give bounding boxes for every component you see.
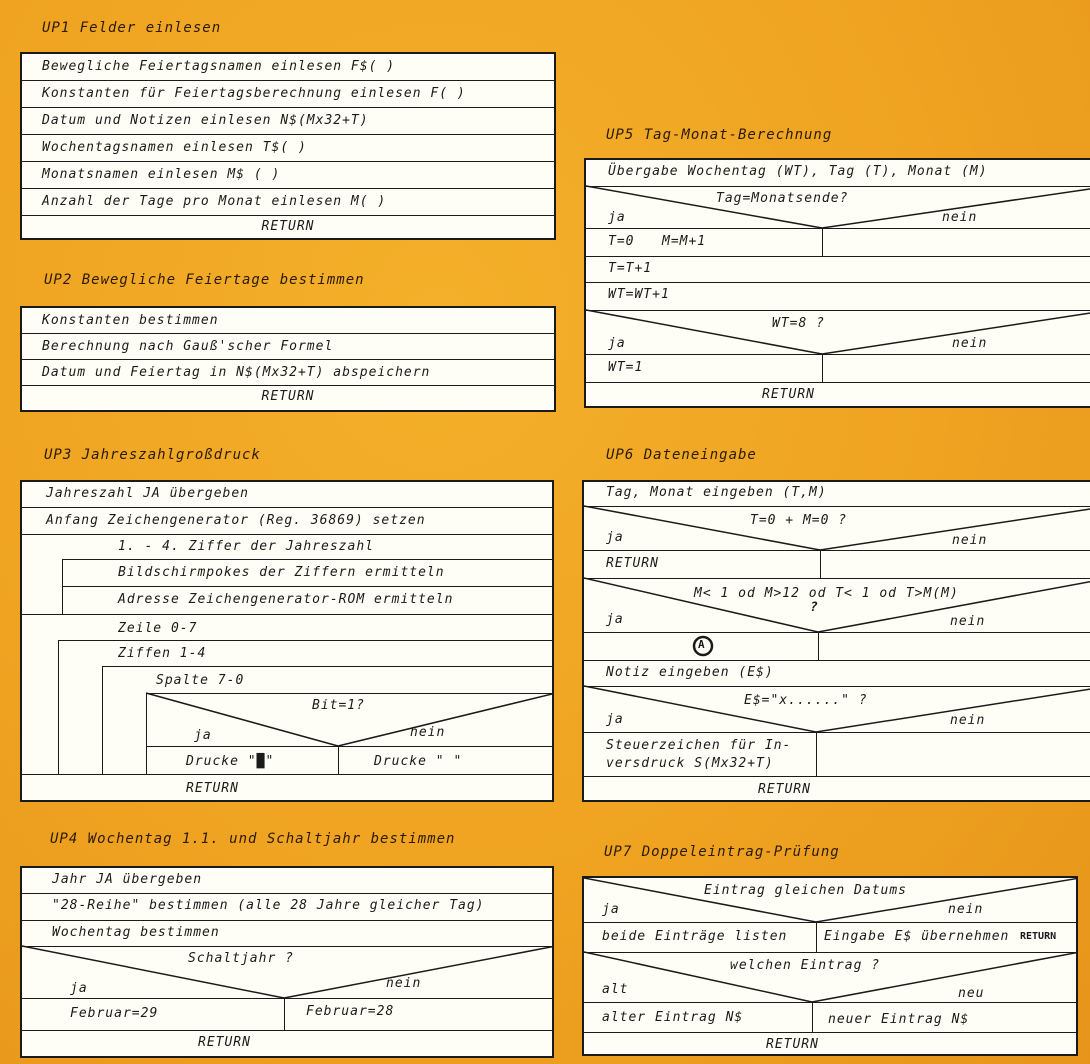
up3-no-label: nein (410, 725, 446, 740)
up7-yes-label: ja (602, 902, 620, 917)
up5-condition-1: Tag=Monatsende? (716, 191, 849, 206)
up7-return: RETURN (766, 1037, 819, 1052)
up3-no-action: Drucke " " (374, 754, 463, 769)
up6-return: RETURN (758, 782, 811, 797)
up6-yes-action-3a: Steuerzeichen für In- (606, 738, 792, 753)
up6-yes-action-3b: versdruck S(Mx32+T) (606, 756, 774, 771)
up5-decision-1 (586, 185, 1090, 355)
up3-return: RETURN (186, 781, 239, 796)
up4-title: UP4 Wochentag 1.1. und Schaltjahr bestim… (50, 831, 456, 847)
up7-structogram: Eintrag gleichen Datums ja nein beide Ei… (582, 876, 1078, 1056)
up5-step: WT=WT+1 (608, 287, 670, 302)
up3-loop-zeile: Zeile 0-7 (118, 621, 198, 636)
up2-structogram: Konstanten bestimmen Berechnung nach Gau… (20, 306, 556, 412)
up3-inner-step: Bildschirmpokes der Ziffern ermitteln (118, 565, 445, 580)
up6-decisions (584, 505, 1090, 733)
up2-step: Konstanten bestimmen (22, 308, 554, 334)
up6-title: UP6 Dateneingabe (606, 447, 757, 463)
up1-title: UP1 Felder einlesen (42, 20, 222, 36)
up5-yes-action-b: M=M+1 (662, 234, 707, 249)
up7-condition-2: welchen Eintrag ? (730, 958, 881, 973)
up4-step: Jahr JA übergeben (52, 872, 203, 887)
up3-loop-ziffer: Ziffen 1-4 (118, 646, 207, 661)
up6-condition-3: E$="x......" ? (744, 693, 868, 708)
up1-step: Bewegliche Feiertagsnamen einlesen F$( ) (22, 54, 554, 81)
up4-condition: Schaltjahr ? (188, 951, 294, 966)
up7-yes-action: beide Einträge listen (602, 929, 788, 944)
up1-step: Datum und Notizen einlesen N$(Mx32+T) (22, 108, 554, 135)
up4-yes-action: Februar=29 (70, 1006, 159, 1021)
up7-condition-1: Eintrag gleichen Datums (704, 883, 908, 898)
up3-loop-outer: 1. - 4. Ziffer der Jahreszahl (118, 539, 374, 554)
up7-no-action: Eingabe E$ übernehmen (824, 929, 1010, 944)
up3-title: UP3 Jahreszahlgroßdruck (44, 447, 261, 463)
up5-step: Übergabe Wochentag (WT), Tag (T), Monat … (608, 164, 988, 179)
up3-yes-action: Drucke "█" (186, 754, 275, 769)
up3-step: Anfang Zeichengenerator (Reg. 36869) set… (46, 513, 426, 528)
up4-no-action: Februar=28 (306, 1004, 395, 1019)
up5-no-label: nein (942, 210, 978, 225)
up3-decision (145, 692, 552, 747)
up6-condition-2-mark: ? (810, 600, 819, 615)
up3-inner-step: Adresse Zeichengenerator-ROM ermitteln (118, 592, 454, 607)
up2-title: UP2 Bewegliche Feiertage bestimmen (44, 272, 365, 288)
up7-neu-action: neuer Eintrag N$ (828, 1012, 970, 1027)
up7-alt-label: alt (602, 982, 629, 997)
up4-step: Wochentag bestimmen (52, 925, 220, 940)
up5-yes-action-2: WT=1 (608, 360, 644, 375)
up6-no-label-2: nein (950, 614, 986, 629)
up4-yes-label: ja (70, 981, 88, 996)
up6-step: Tag, Monat eingeben (T,M) (606, 485, 827, 500)
up6-yes-label-3: ja (606, 712, 624, 727)
up4-decision (22, 945, 552, 999)
up6-yes-label: ja (606, 530, 624, 545)
up3-yes-label: ja (194, 728, 212, 743)
up5-no-label-2: nein (952, 336, 988, 351)
up3-structogram: Jahreszahl JA übergeben Anfang Zeichenge… (20, 480, 554, 802)
up4-no-label: nein (386, 976, 422, 991)
up7-no-action-return: RETURN (1020, 931, 1057, 942)
up7-decisions (584, 878, 1076, 1003)
up7-no-label: nein (948, 902, 984, 917)
up5-step: T=T+1 (608, 261, 653, 276)
up6-no-label: nein (952, 533, 988, 548)
up1-structogram: Bewegliche Feiertagsnamen einlesen F$( )… (20, 52, 556, 240)
up4-return: RETURN (198, 1035, 251, 1050)
up2-return: RETURN (261, 389, 315, 404)
up3-loop-spalte: Spalte 7-0 (156, 673, 245, 688)
up2-step: Datum und Feiertag in N$(Mx32+T) abspeic… (22, 360, 554, 386)
up6-connector: A (698, 638, 706, 651)
up1-return: RETURN (261, 219, 315, 234)
up1-step: Wochentagsnamen einlesen T$( ) (22, 135, 554, 162)
up5-condition-2: WT=8 ? (772, 316, 825, 331)
up6-condition-1: T=0 + M=0 ? (750, 513, 848, 528)
up6-yes-label-2: ja (606, 612, 624, 627)
up5-title: UP5 Tag-Monat-Berechnung (606, 127, 833, 143)
up3-step: Jahreszahl JA übergeben (46, 486, 250, 501)
up1-step: Konstanten für Feiertagsberechnung einle… (22, 81, 554, 108)
up6-step: Notiz eingeben (E$) (606, 665, 774, 680)
up4-structogram: Jahr JA übergeben "28-Reihe" bestimmen (… (20, 866, 554, 1058)
up6-condition-2: M< 1 od M>12 od T< 1 od T>M(M) (694, 586, 959, 601)
up1-step: Monatsnamen einlesen M$ ( ) (22, 162, 554, 189)
up6-structogram: Tag, Monat eingeben (T,M) T=0 + M=0 ? ja… (582, 480, 1090, 802)
up5-return: RETURN (762, 387, 815, 402)
up7-neu-label: neu (958, 986, 985, 1001)
up5-structogram: Übergabe Wochentag (WT), Tag (T), Monat … (584, 158, 1090, 408)
up3-condition: Bit=1? (312, 698, 365, 713)
up7-alt-action: alter Eintrag N$ (602, 1010, 744, 1025)
up6-no-label-3: nein (950, 713, 986, 728)
up2-step: Berechnung nach Gauß'scher Formel (22, 334, 554, 360)
up5-yes-label: ja (608, 210, 626, 225)
up6-yes-return: RETURN (606, 556, 659, 571)
up5-yes-action-a: T=0 (608, 234, 635, 249)
up7-title: UP7 Doppeleintrag-Prüfung (604, 844, 840, 860)
up4-step: "28-Reihe" bestimmen (alle 28 Jahre glei… (52, 898, 485, 913)
up1-step: Anzahl der Tage pro Monat einlesen M( ) (22, 189, 554, 216)
up5-yes-label-2: ja (608, 336, 626, 351)
